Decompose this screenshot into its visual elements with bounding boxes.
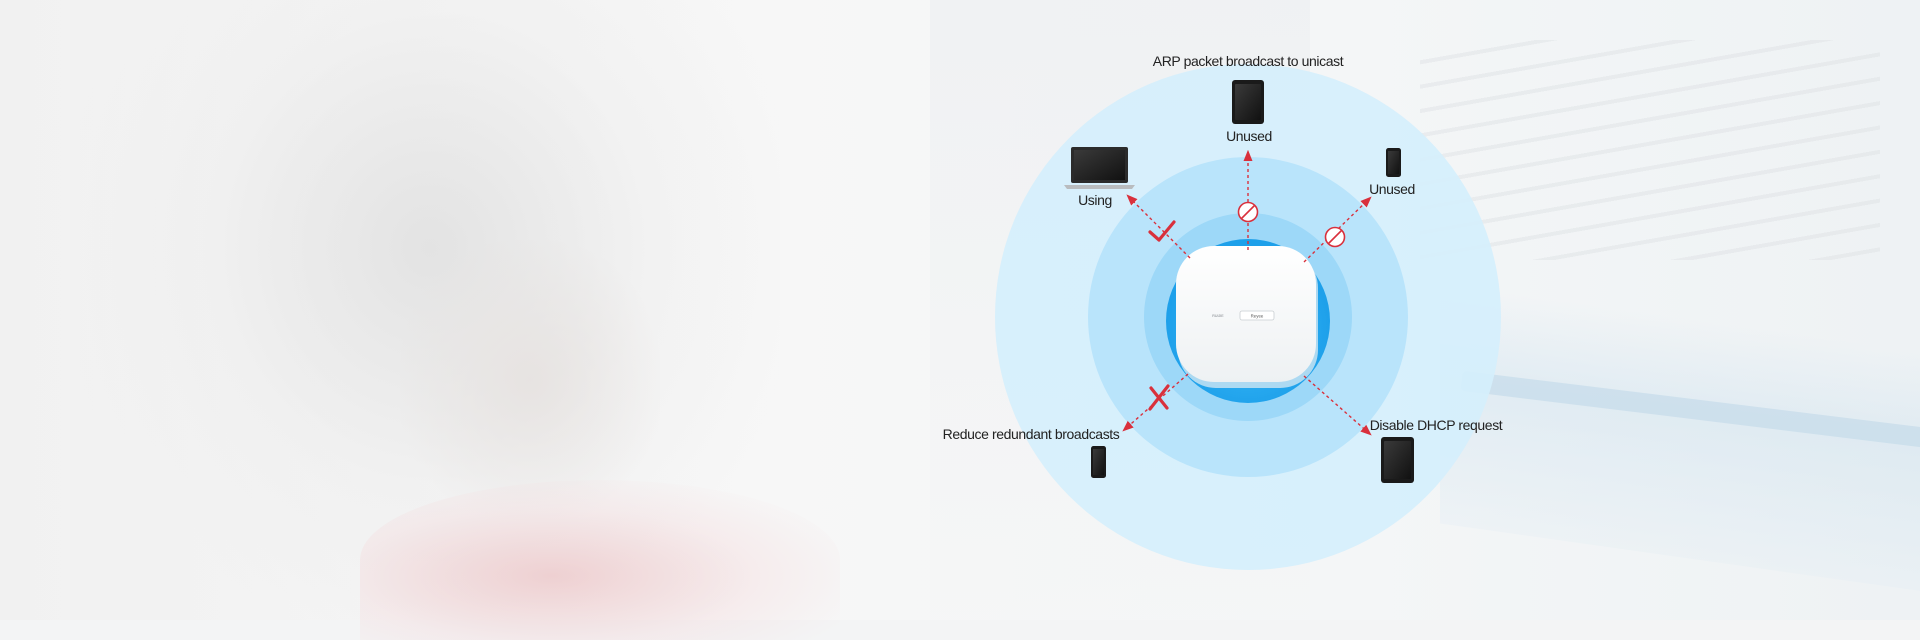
blocked-icon: [1324, 226, 1346, 248]
device-label-tablet-top: Unused: [1226, 128, 1272, 144]
device-label-phone-right: Unused: [1369, 181, 1415, 197]
laptop-icon: [1064, 147, 1135, 189]
diagram-title: ARP packet broadcast to unicast: [1153, 53, 1344, 69]
network-diagram: RUIJIE Reyee ARP packet broadcast to uni…: [943, 53, 1503, 570]
phone-icon: [1091, 446, 1106, 478]
cross-icon: [1148, 384, 1170, 411]
checkmark-icon: [1148, 220, 1176, 242]
blocked-icon: [1237, 201, 1259, 223]
device-label-phone-bottom-left: Reduce redundant broadcasts: [943, 426, 1120, 442]
access-point-badge: [1239, 310, 1275, 321]
tablet-icon: [1232, 80, 1264, 124]
phone-icon: [1386, 148, 1401, 177]
background-hand: [400, 240, 660, 520]
tablet-icon: [1381, 437, 1414, 483]
access-point-badge-label: Reyee: [1251, 314, 1264, 319]
background-sleeve: [360, 480, 840, 640]
background-document: [1420, 40, 1880, 260]
access-point-brand: RUIJIE: [1212, 314, 1224, 318]
device-label-laptop: Using: [1078, 192, 1112, 208]
device-label-tablet-bottom-right: Disable DHCP request: [1370, 417, 1503, 433]
arrow-to-laptop: [1126, 194, 1191, 259]
arrow-to-tablet-bottom-right: [1303, 375, 1372, 436]
access-point: RUIJIE Reyee: [1176, 246, 1318, 388]
